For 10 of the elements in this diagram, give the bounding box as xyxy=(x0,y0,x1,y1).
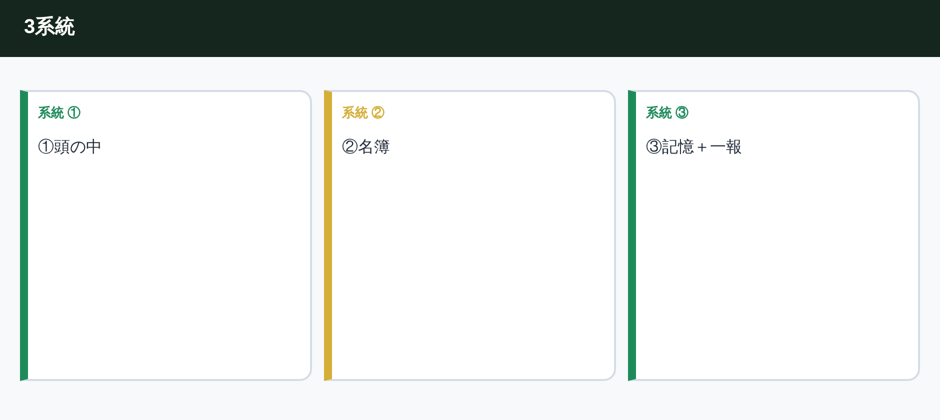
card xyxy=(20,90,312,381)
card-text: ①頭の中 xyxy=(38,138,102,158)
card xyxy=(628,90,920,381)
card-text: ③記憶＋一報 xyxy=(646,138,742,158)
card-text: ②名簿 xyxy=(342,138,390,158)
card-heading: 系統 ① xyxy=(38,104,81,122)
page-title: 3系統 xyxy=(24,15,76,40)
card xyxy=(324,90,616,381)
card-heading: 系統 ③ xyxy=(646,104,689,122)
card-heading: 系統 ② xyxy=(342,104,385,122)
